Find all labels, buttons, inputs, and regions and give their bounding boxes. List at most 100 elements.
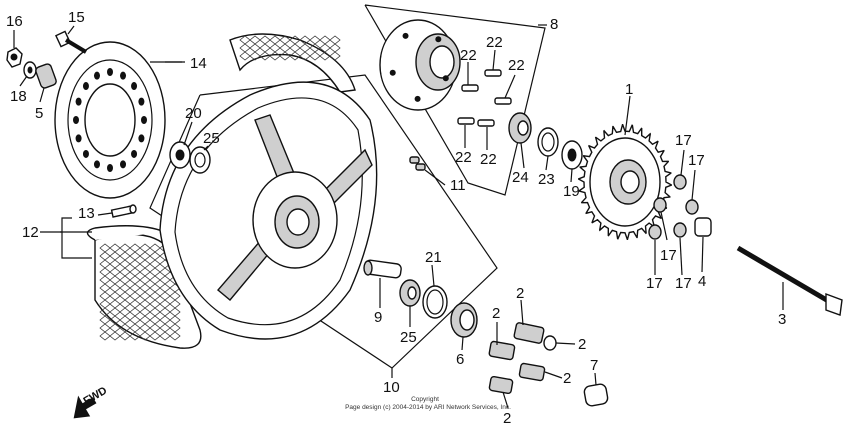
oil-seal-part-23[interactable] [537, 127, 559, 157]
label-3: 3 [778, 311, 786, 328]
driven-sprocket-part[interactable] [578, 124, 672, 240]
disc-bolt-part[interactable] [55, 30, 88, 54]
label-17-b: 17 [688, 152, 705, 169]
flange-stud-hole [442, 75, 449, 82]
disc-hole [93, 160, 100, 169]
label-20: 20 [185, 105, 202, 122]
o-ring-part-21[interactable] [422, 285, 448, 319]
bearing-part-19[interactable] [561, 140, 583, 170]
label-21: 21 [425, 249, 442, 266]
tread-block [169, 299, 181, 309]
label-13: 13 [78, 205, 95, 222]
label-25-lower: 25 [400, 329, 417, 346]
disc-hole [120, 160, 127, 169]
side-collar-part-9[interactable] [363, 259, 402, 279]
tread-block [99, 331, 111, 341]
rear-axle-part[interactable] [736, 245, 843, 316]
washer-part[interactable] [23, 61, 37, 79]
sprocket-nut-parts[interactable] [648, 174, 699, 240]
disc-hole [93, 71, 100, 80]
label-2-b: 2 [516, 285, 524, 302]
tread-block [309, 35, 321, 45]
label-17-e: 17 [675, 275, 692, 292]
copyright-line-1: Copyright [411, 396, 439, 403]
copyright-footer: Copyright Page design (c) 2004-2014 by A… [345, 396, 511, 411]
tread-block [169, 307, 181, 317]
disc-hole [107, 68, 113, 76]
tread-block [119, 331, 131, 341]
label-8: 8 [550, 16, 558, 33]
collar-part[interactable] [35, 63, 58, 89]
dust-seal-part-6[interactable] [450, 302, 478, 338]
forward-direction-indicator: FWD [73, 385, 109, 419]
chain-adjuster-parts[interactable] [488, 322, 557, 395]
label-22-b: 22 [460, 47, 477, 64]
label-16: 16 [6, 13, 23, 30]
tread-block [329, 35, 341, 45]
label-18: 18 [10, 88, 27, 105]
disc-hole [82, 82, 89, 91]
brake-disc-part[interactable] [54, 41, 182, 199]
disc-hole [75, 134, 82, 143]
bearing-part-20[interactable] [169, 141, 191, 169]
valve-part[interactable] [110, 204, 137, 218]
tread-block [169, 323, 181, 333]
label-17-d: 17 [646, 275, 663, 292]
bearing-part-25-lower[interactable] [399, 279, 421, 307]
bearing-part-25-upper[interactable] [189, 146, 211, 174]
flange-stud-hole [402, 32, 409, 39]
flange-stud-hole [389, 69, 396, 76]
label-4: 4 [698, 273, 706, 290]
axle-cap-part-7[interactable] [583, 383, 609, 407]
assembly-outline-hub-8 [364, 4, 546, 196]
label-22-e: 22 [480, 151, 497, 168]
flange-stud-hole [414, 95, 421, 102]
label-15: 15 [68, 9, 85, 26]
driven-flange-part[interactable] [379, 19, 461, 111]
wheel-rim-part[interactable] [159, 81, 378, 340]
disc-hole [138, 97, 145, 106]
tread-block [99, 323, 111, 333]
label-6: 6 [456, 351, 464, 368]
label-7: 7 [590, 357, 598, 374]
label-17-a: 17 [675, 132, 692, 149]
label-1: 1 [625, 81, 633, 98]
label-2-d: 2 [563, 370, 571, 387]
tread-block [109, 331, 121, 341]
tread-block [169, 291, 181, 301]
tread-block [329, 51, 341, 61]
bearing-part-24[interactable] [508, 112, 532, 144]
spacer-part-4[interactable] [694, 217, 712, 237]
label-10: 10 [383, 379, 400, 396]
label-17-c: 17 [660, 247, 677, 264]
label-2-e: 2 [503, 410, 511, 427]
tread-block [319, 35, 331, 45]
disc-hole [73, 116, 79, 124]
label-14: 14 [190, 55, 207, 72]
damper-part[interactable] [409, 156, 426, 171]
disc-nut-part[interactable] [6, 47, 23, 68]
disc-hole [120, 71, 127, 80]
label-5: 5 [35, 105, 43, 122]
disc-hole [131, 82, 138, 91]
label-22-c: 22 [508, 57, 525, 74]
label-25-upper: 25 [203, 130, 220, 147]
leader-lines [13, 24, 784, 409]
label-23: 23 [538, 171, 555, 188]
label-22-d: 22 [455, 149, 472, 166]
label-24: 24 [512, 169, 529, 186]
part-number-labels: 16 15 18 5 14 20 25 13 12 11 8 1 22 22 2… [6, 9, 786, 427]
stud-bolt-parts[interactable] [457, 69, 512, 127]
label-2-a: 2 [492, 305, 500, 322]
label-2-c: 2 [578, 336, 586, 353]
label-9: 9 [374, 309, 382, 326]
label-11: 11 [450, 177, 466, 194]
disc-hole [138, 134, 145, 143]
flange-stud-hole [435, 36, 442, 43]
label-22-a: 22 [486, 34, 503, 51]
tread-block [169, 315, 181, 325]
disc-hole [75, 97, 82, 106]
disc-hole [141, 116, 147, 124]
label-19: 19 [563, 183, 580, 200]
